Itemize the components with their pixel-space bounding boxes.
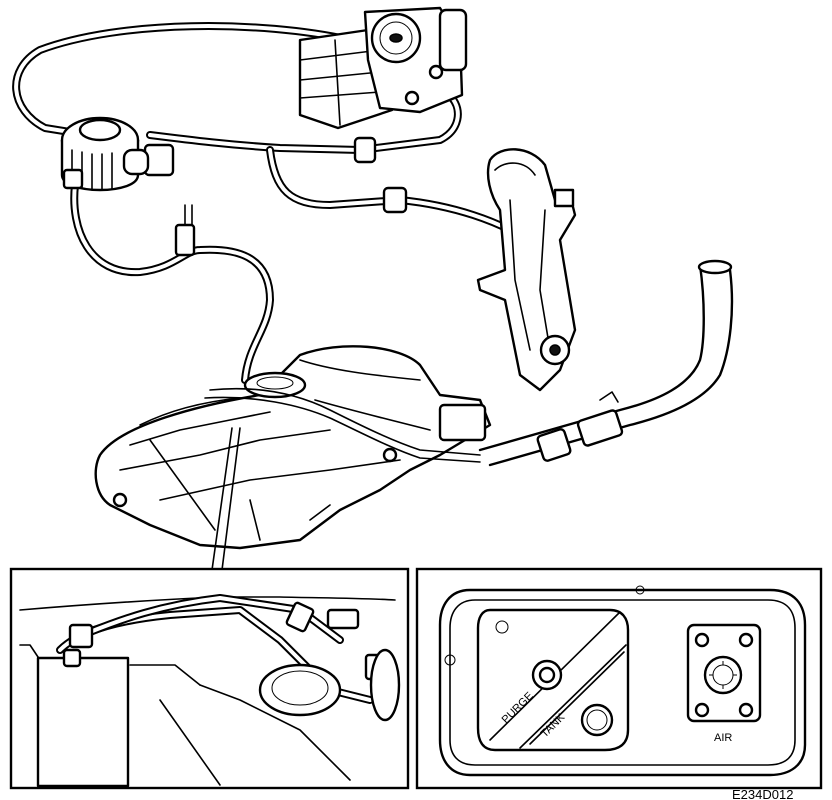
detail-panel-right: PURGE TANK AIR [415, 567, 823, 790]
air-port [703, 655, 743, 695]
tank-port [580, 703, 614, 737]
hose-connector [174, 223, 196, 257]
filler-pipe [478, 259, 734, 467]
hose-connector [382, 186, 408, 214]
purge-canister [60, 116, 175, 192]
hose-connector [353, 136, 377, 164]
filler-neck-bracket [476, 148, 577, 392]
throttle-body [298, 6, 468, 130]
detail-panel-left [9, 567, 410, 790]
figure-code: E234D012 [732, 787, 793, 800]
fuel-tank [94, 345, 492, 550]
detail-leader-line [221, 427, 241, 571]
air-label: AIR [714, 732, 732, 744]
detail-leader-line [211, 427, 233, 571]
vacuum-hoses [12, 22, 539, 384]
